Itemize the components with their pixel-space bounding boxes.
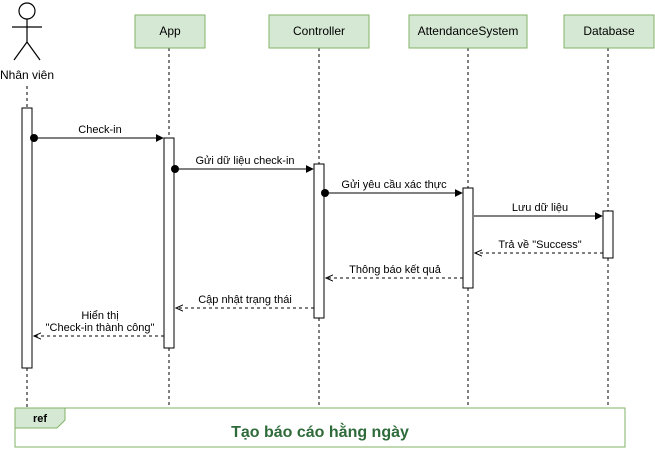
- message-display-success-label-line1: Hiển thị: [81, 310, 118, 322]
- activation-attendance: [462, 187, 474, 289]
- ref-frame-tag: ref: [33, 413, 47, 425]
- message-save-data: Lưu dữ liệu: [474, 202, 603, 220]
- activation-controller: [313, 163, 325, 319]
- message-auth-request-label: Gửi yêu cầu xác thực: [341, 179, 447, 191]
- message-result-notify-label: Thông báo kết quả: [349, 264, 442, 276]
- message-check-in-label: Check-in: [78, 124, 121, 136]
- message-display-success-label-line2: "Check-in thành công": [46, 322, 155, 334]
- participant-database[interactable]: Database: [563, 14, 655, 49]
- activation-database: [602, 210, 614, 259]
- participant-app[interactable]: App: [134, 14, 206, 49]
- ref-frame-title: Tạo báo cáo hằng ngày: [231, 422, 409, 441]
- message-send-checkin-data: Gửi dữ liệu check-in: [171, 155, 314, 173]
- participant-controller-label: Controller: [293, 24, 345, 38]
- actor-nhan-vien: [12, 2, 42, 61]
- participant-controller[interactable]: Controller: [268, 14, 370, 49]
- ref-frame-tag-box: [14, 407, 66, 429]
- message-display-success: Hiển thị "Check-in thành công": [34, 310, 164, 336]
- message-send-checkin-data-label: Gửi dữ liệu check-in: [195, 155, 294, 167]
- activation-actor: [21, 107, 33, 369]
- participant-attendance-label: AttendanceSystem: [418, 24, 519, 38]
- activation-app: [163, 137, 175, 349]
- message-update-status: Cập nhật trạng thái: [176, 294, 314, 308]
- ref-frame[interactable]: ref Tạo báo cáo hằng ngày: [14, 407, 626, 448]
- actor-head: [18, 2, 36, 20]
- message-auth-request: Gửi yêu cầu xác thực: [321, 179, 463, 197]
- message-check-in: Check-in: [30, 124, 164, 142]
- message-result-notify: Thông báo kết quả: [326, 264, 463, 278]
- activations: [21, 107, 614, 369]
- participant-attendance[interactable]: AttendanceSystem: [408, 14, 528, 49]
- participant-app-label: App: [159, 24, 181, 38]
- message-save-data-label: Lưu dữ liệu: [512, 202, 568, 214]
- actor-label: Nhân viên: [0, 68, 54, 82]
- participant-database-label: Database: [583, 24, 635, 38]
- message-return-success-label: Trả về "Success": [498, 239, 581, 251]
- message-update-status-label: Cập nhật trạng thái: [198, 294, 292, 306]
- message-return-success: Trả về "Success": [475, 239, 603, 253]
